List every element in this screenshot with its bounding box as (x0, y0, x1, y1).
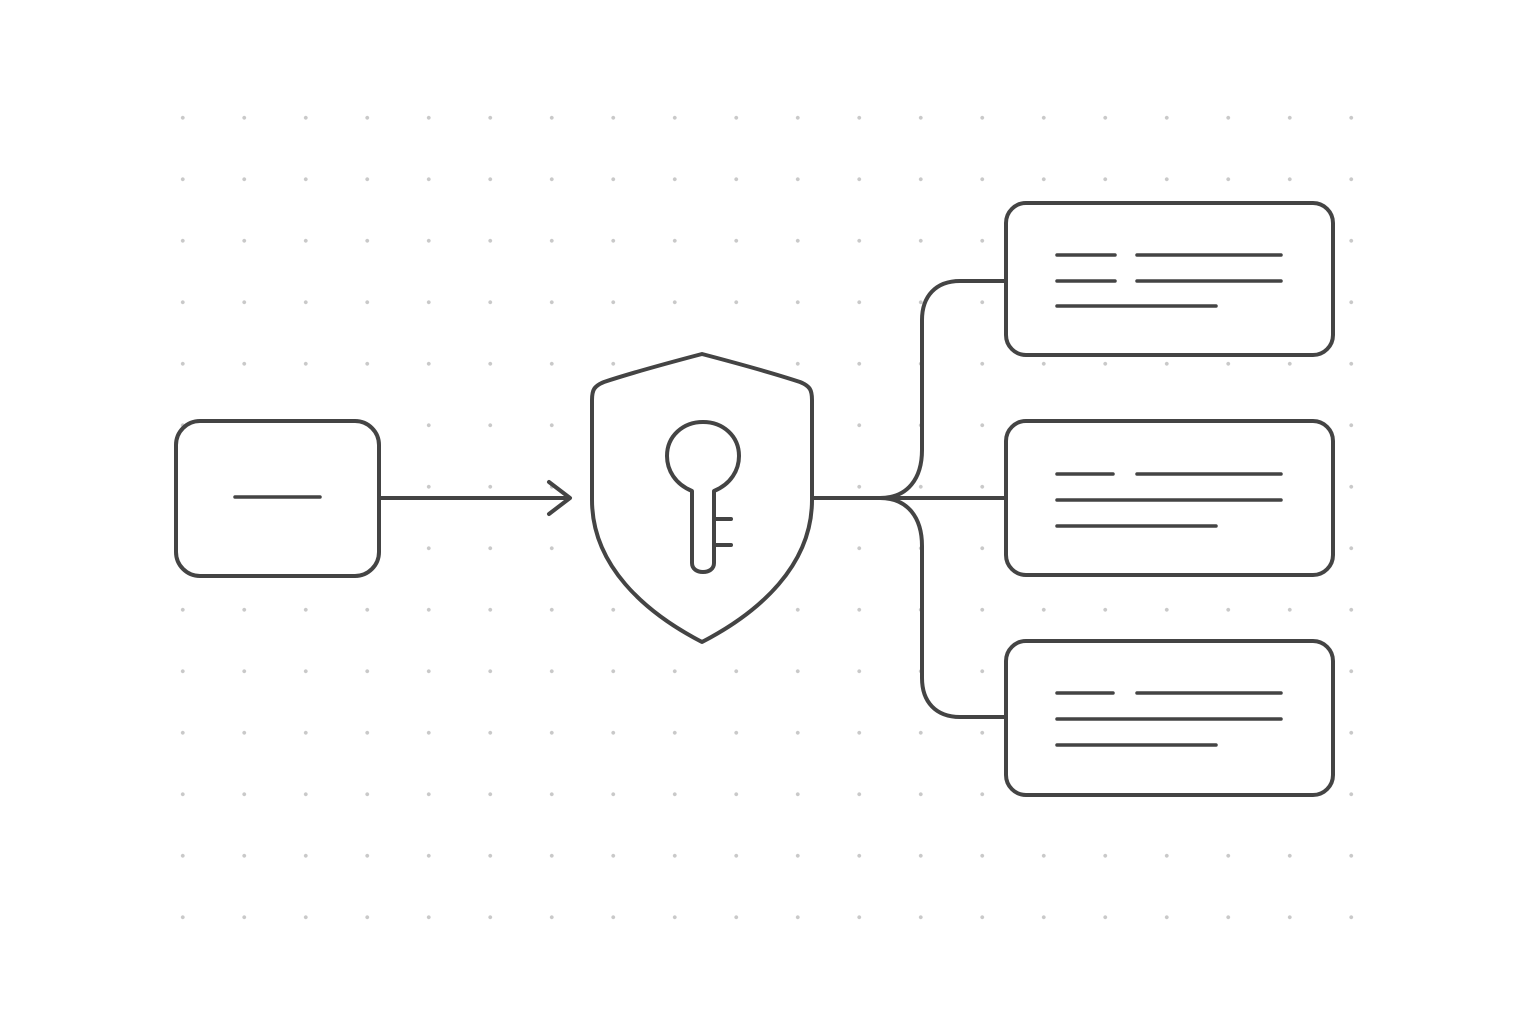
shield-icon (590, 352, 814, 644)
keyhole-key-icon (665, 420, 741, 574)
output-node-1 (1004, 201, 1335, 357)
input-arrow (377, 480, 572, 516)
output-node-3 (1004, 639, 1335, 797)
branch-connectors (810, 279, 1008, 719)
output-node-2 (1004, 419, 1335, 577)
source-node (174, 419, 381, 578)
